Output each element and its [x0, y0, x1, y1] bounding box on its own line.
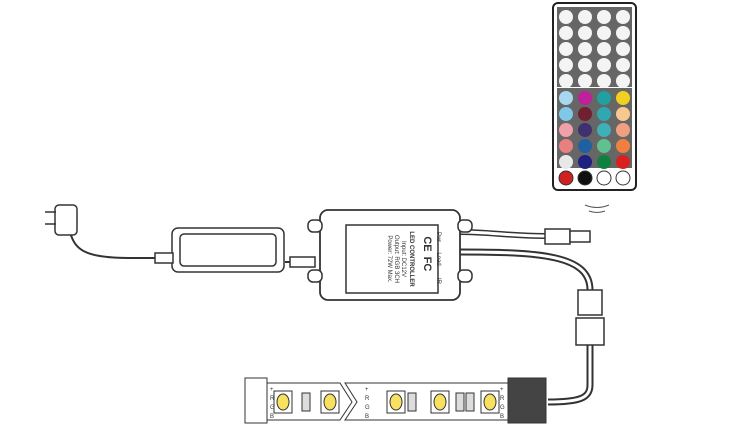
- remote-color-button[interactable]: [559, 107, 573, 121]
- remote-color-button[interactable]: [559, 139, 573, 153]
- remote-color-button[interactable]: [578, 155, 592, 169]
- ir-remote[interactable]: [552, 2, 637, 191]
- remote-color-button[interactable]: [616, 139, 630, 153]
- remote-function-button[interactable]: [597, 58, 611, 72]
- remote-function-button[interactable]: [559, 58, 573, 72]
- power-icon[interactable]: [558, 170, 574, 186]
- remote-color-button[interactable]: [597, 107, 611, 121]
- port-label-load: Load: [435, 252, 441, 265]
- remote-function-button[interactable]: [616, 26, 630, 40]
- remote-function-button[interactable]: [559, 74, 573, 88]
- strip-cable-inner: [547, 345, 592, 404]
- remote-function-button[interactable]: [578, 26, 592, 40]
- strip-pad-label: B: [500, 414, 504, 420]
- remote-color-button[interactable]: [559, 91, 573, 105]
- remote-function-button[interactable]: [597, 74, 611, 88]
- resistor: [455, 392, 465, 412]
- strip-pad-label: R: [270, 396, 275, 402]
- remote-function-button[interactable]: [597, 10, 611, 24]
- remote-function-button[interactable]: [578, 74, 592, 88]
- strip-pad-label: +: [365, 387, 369, 393]
- fc-mark: FC: [421, 257, 433, 272]
- led-light: [389, 393, 403, 411]
- resistor: [407, 392, 417, 412]
- remote-color-button[interactable]: [616, 107, 630, 121]
- remote-color-button[interactable]: [597, 139, 611, 153]
- remote-color-button[interactable]: [578, 91, 592, 105]
- ac-cord: [69, 231, 172, 259]
- remote-color-button[interactable]: [578, 123, 592, 137]
- power-adapter: [154, 227, 316, 273]
- load-cable-inner: [459, 250, 592, 291]
- led-light: [276, 393, 290, 411]
- ir-receiver: [544, 228, 591, 245]
- ce-mark: CE: [421, 236, 433, 251]
- strip-pad-label: R: [365, 396, 370, 402]
- strip-pad-label: +: [500, 387, 504, 393]
- remote-function-button[interactable]: [578, 42, 592, 56]
- controller-power: Power: 72W Max.: [386, 235, 392, 283]
- led-strip: +RGB+RGB+RGB: [244, 377, 547, 424]
- remote-color-button[interactable]: [616, 123, 630, 137]
- pause-icon[interactable]: [577, 170, 593, 186]
- remote-color-button[interactable]: [578, 107, 592, 121]
- port-label-pwr: Pwr: [435, 232, 441, 242]
- strip-pad-label: B: [270, 414, 274, 420]
- load-cable: [459, 248, 594, 291]
- remote-color-button[interactable]: [616, 155, 630, 169]
- remote-function-button[interactable]: [559, 26, 573, 40]
- remote-function-button[interactable]: [616, 42, 630, 56]
- remote-function-button[interactable]: [616, 10, 630, 24]
- remote-function-button[interactable]: [597, 26, 611, 40]
- remote-color-button[interactable]: [616, 91, 630, 105]
- strip-pad-label: G: [365, 405, 370, 411]
- speed-icon[interactable]: [596, 170, 612, 186]
- remote-function-button[interactable]: [616, 74, 630, 88]
- ac-plug: [45, 204, 78, 236]
- resistor: [301, 392, 311, 412]
- remote-color-button[interactable]: [597, 123, 611, 137]
- strip-cable: [547, 345, 594, 406]
- remote-color-button[interactable]: [559, 123, 573, 137]
- controller-input: Input: DC12V: [400, 241, 406, 277]
- mode-icon[interactable]: [615, 170, 631, 186]
- controller-output: Output: RGB 3CH: [393, 235, 399, 283]
- port-label-ir: IR: [435, 278, 441, 285]
- remote-color-button[interactable]: [578, 139, 592, 153]
- remote-color-button[interactable]: [597, 155, 611, 169]
- remote-function-button[interactable]: [578, 58, 592, 72]
- remote-function-button[interactable]: [597, 42, 611, 56]
- strip-pad-label: G: [270, 405, 275, 411]
- led-light: [433, 393, 447, 411]
- remote-color-button[interactable]: [597, 91, 611, 105]
- resistor: [465, 392, 475, 412]
- remote-function-button[interactable]: [559, 10, 573, 24]
- ir-signal-icon: [584, 204, 610, 213]
- remote-function-button[interactable]: [616, 58, 630, 72]
- strip-connector: [575, 289, 605, 346]
- remote-function-button[interactable]: [559, 42, 573, 56]
- strip-pad-label: +: [270, 387, 274, 393]
- remote-color-button[interactable]: [559, 155, 573, 169]
- led-light: [323, 393, 337, 411]
- controller-title: LED CONTROLLER: [408, 231, 414, 287]
- led-controller: LED CONTROLLER Input: DC12V Output: RGB …: [307, 209, 473, 301]
- strip-pad-label: G: [500, 405, 505, 411]
- led-light: [483, 393, 497, 411]
- strip-pad-label: R: [500, 396, 505, 402]
- strip-pad-label: B: [365, 414, 369, 420]
- remote-function-button[interactable]: [578, 10, 592, 24]
